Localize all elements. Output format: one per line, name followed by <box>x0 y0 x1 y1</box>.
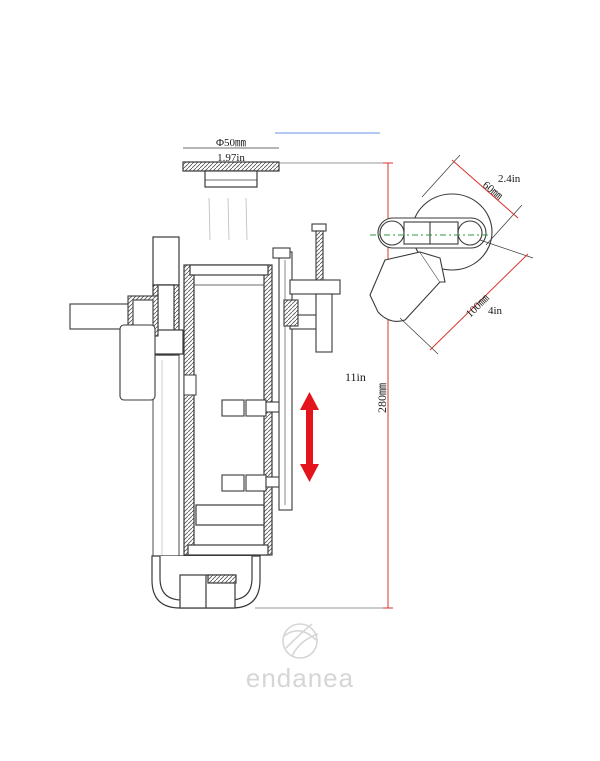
top-diameter-mm-label: Φ50㎜ <box>216 137 246 149</box>
clamp-length-in-label: 4in <box>488 305 503 317</box>
adjust-arrow-icon <box>300 392 319 482</box>
clamp-width-in-label: 2.4in <box>498 173 521 185</box>
side-inlet-pipe <box>69 295 159 401</box>
body-side-tab <box>183 374 197 396</box>
top-dimension: Φ50㎜ 1.97in <box>183 137 279 164</box>
top-cup <box>182 161 280 188</box>
clamp-top-view <box>369 193 493 322</box>
sphere-logo-icon <box>282 623 319 659</box>
top-diameter-in-label: 1.97in <box>217 152 245 164</box>
u-bend <box>151 555 261 609</box>
clamp-assembly <box>283 223 341 353</box>
body-brackets <box>221 399 289 492</box>
flow-hint-lines <box>208 197 248 241</box>
brand-wordmark: endanea <box>246 663 354 693</box>
mounting-plate <box>272 247 293 511</box>
height-in-label: 11in <box>345 370 366 384</box>
height-mm-label: 280㎜ <box>375 383 389 413</box>
left-riser-pipe <box>148 236 184 560</box>
